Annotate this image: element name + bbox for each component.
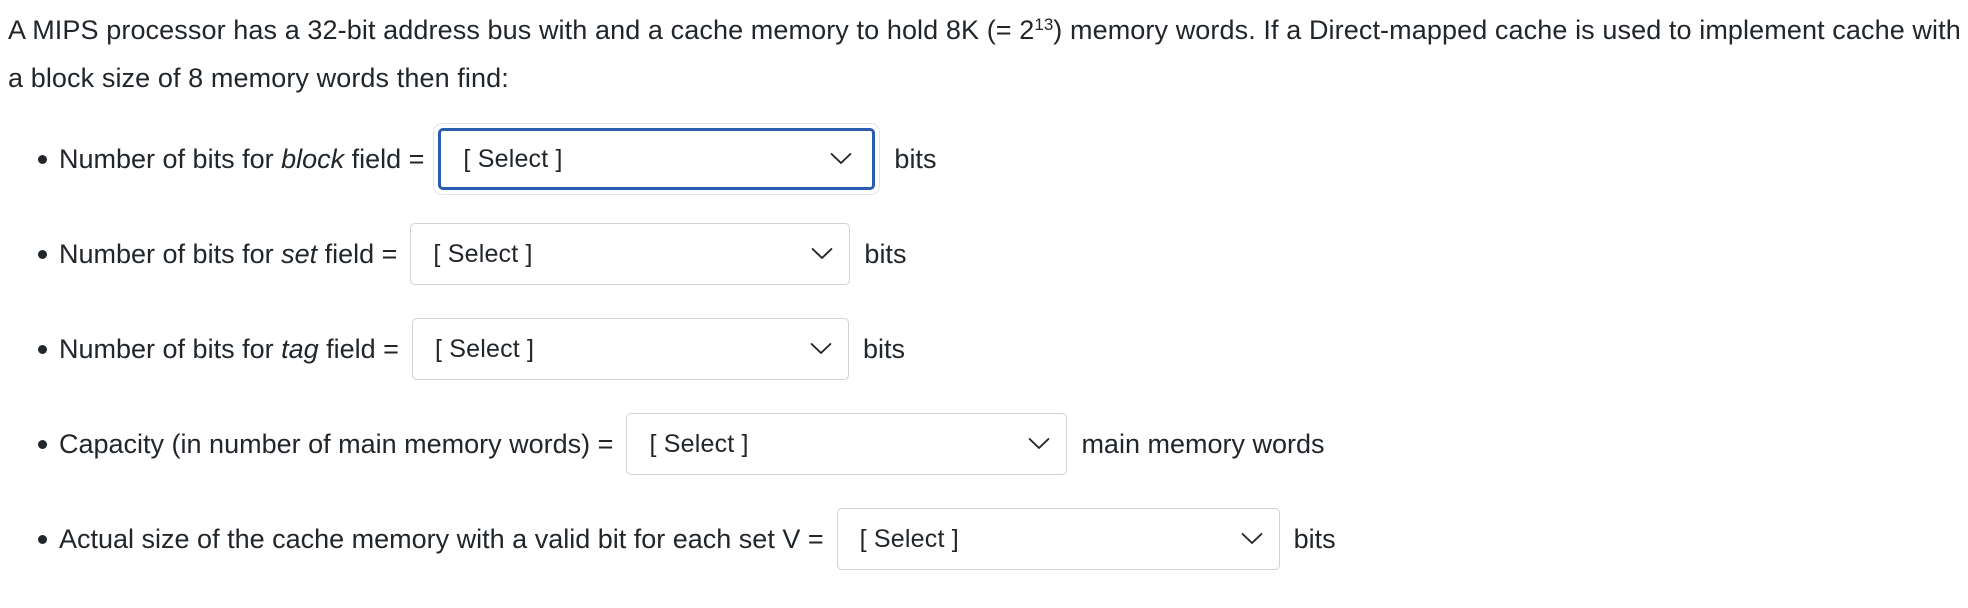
bullet-marker — [38, 155, 47, 164]
prompt-text-part-2: ) memory words. If a Direct-mapped cache… — [8, 15, 1961, 93]
bullet-marker — [38, 250, 47, 259]
chevron-down-icon — [810, 342, 832, 356]
bullet-marker — [38, 440, 47, 449]
prompt-text-part-1: A MIPS processor has a 32-bit address bu… — [8, 15, 1035, 45]
trailing-tag-field: bits — [862, 333, 905, 364]
list-item-block-field: Number of bits for block field = [ Selec… — [8, 123, 1968, 195]
select-set-field[interactable]: [ Select ] — [410, 223, 851, 285]
select-value-block-field: [ Select ] — [463, 144, 563, 173]
select-control-actual-size-field[interactable]: [ Select ] — [836, 508, 1280, 570]
question-item-list: Number of bits for block field = [ Selec… — [8, 123, 1968, 572]
select-block-field[interactable]: [ Select ] — [433, 123, 881, 195]
select-actual-size-field[interactable]: [ Select ] — [836, 508, 1280, 570]
question-prompt: A MIPS processor has a 32-bit address bu… — [8, 6, 1968, 102]
select-value-capacity-field: [ Select ] — [649, 429, 749, 458]
bullet-marker — [38, 345, 47, 354]
chevron-down-icon — [1028, 437, 1050, 451]
chevron-down-icon — [1241, 532, 1263, 546]
trailing-actual-size-field: bits — [1293, 523, 1336, 554]
select-tag-field[interactable]: [ Select ] — [411, 318, 849, 380]
label-emphasis: set — [281, 238, 318, 269]
chevron-down-icon — [830, 152, 852, 166]
select-control-block-field[interactable]: [ Select ] — [438, 128, 876, 190]
label-tag-field: Number of bits for tag field = — [59, 333, 399, 364]
select-capacity-field[interactable]: [ Select ] — [626, 413, 1068, 475]
label-emphasis: block — [281, 143, 345, 174]
list-item-set-field: Number of bits for set field = [ Select … — [8, 221, 1968, 287]
trailing-set-field: bits — [864, 238, 907, 269]
prompt-exponent: 13 — [1034, 15, 1054, 34]
label-block-field: Number of bits for block field = — [59, 143, 425, 174]
list-item-tag-field: Number of bits for tag field = [ Select … — [8, 316, 1968, 382]
label-capacity-field: Capacity (in number of main memory words… — [59, 428, 614, 459]
label-emphasis: tag — [281, 333, 319, 364]
label-set-field: Number of bits for set field = — [59, 238, 398, 269]
trailing-block-field: bits — [894, 143, 937, 174]
bullet-marker — [38, 535, 47, 544]
select-value-actual-size-field: [ Select ] — [859, 524, 959, 553]
chevron-down-icon — [811, 247, 833, 261]
select-value-set-field: [ Select ] — [433, 239, 533, 268]
list-item-capacity-field: Capacity (in number of main memory words… — [8, 411, 1968, 477]
select-control-tag-field[interactable]: [ Select ] — [411, 318, 849, 380]
select-control-capacity-field[interactable]: [ Select ] — [626, 413, 1068, 475]
select-value-tag-field: [ Select ] — [434, 334, 535, 363]
select-control-set-field[interactable]: [ Select ] — [410, 223, 851, 285]
list-item-actual-size-field: Actual size of the cache memory with a v… — [8, 506, 1968, 572]
label-actual-size-field: Actual size of the cache memory with a v… — [59, 523, 824, 554]
trailing-capacity-field: main memory words — [1081, 428, 1325, 459]
